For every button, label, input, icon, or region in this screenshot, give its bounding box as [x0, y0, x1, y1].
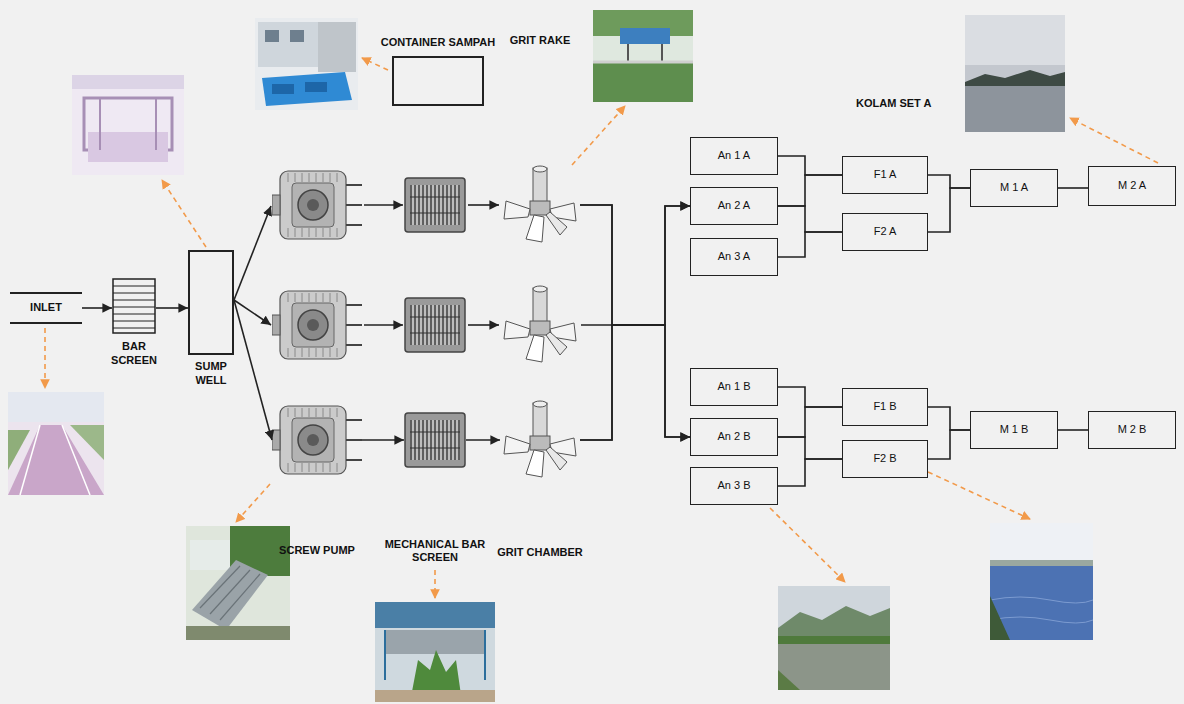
node-label: SCREW PUMP: [262, 544, 372, 558]
photo-inlet: [8, 392, 104, 495]
node-label: M 2 B: [1118, 423, 1147, 437]
node-label: SUMP WELL: [182, 360, 240, 388]
pond-box: F2 A: [842, 213, 928, 251]
flow-connector: [778, 407, 842, 437]
node-label: F1 A: [874, 168, 897, 182]
node-label: CONTAINER SAMPAH: [368, 36, 508, 50]
pond-box: An 3 A: [690, 238, 778, 276]
photo-grit-rake: [593, 10, 693, 102]
photo-mechanical-screen: [375, 602, 495, 702]
flow-connector: [928, 430, 970, 459]
node-label: GRIT CHAMBER: [484, 546, 596, 560]
flow-connector: [778, 156, 842, 175]
node-label: M 1 B: [1000, 423, 1029, 437]
pond-box: M 1 B: [970, 411, 1058, 449]
photo-screw-pump: [186, 526, 290, 640]
flow-connector: [1058, 429, 1088, 431]
pond-box: An 2 B: [690, 418, 778, 456]
screw-pumps: [272, 171, 362, 474]
pump-icon: [272, 291, 362, 359]
node-label: An 1 B: [717, 380, 750, 394]
node-label: An 2 B: [717, 430, 750, 444]
waste-container: CONTAINER SAMPAH: [392, 36, 484, 106]
screw-pump: SCREW PUMP: [272, 400, 362, 558]
photo-facultative-pond: [990, 523, 1093, 640]
node-label: BAR SCREEN: [105, 340, 163, 368]
pond-box: M 2 A: [1088, 166, 1176, 206]
pond-box: An 1 B: [690, 368, 778, 406]
node-label: M 1 A: [1000, 181, 1028, 195]
inlet-channel: INLET: [10, 292, 82, 324]
bar-screen: BAR SCREEN: [112, 278, 156, 368]
sump-well: SUMP WELL: [188, 250, 234, 388]
node-label: M 2 A: [1118, 179, 1146, 193]
grit-chambers: [504, 166, 576, 477]
flow-connector: [466, 439, 500, 441]
photo-outlet: [965, 15, 1065, 132]
screen-icon: [405, 178, 465, 232]
node-label: F1 B: [873, 400, 896, 414]
flow-connector: [928, 188, 970, 232]
pond-box: An 3 B: [690, 467, 778, 505]
grit-icon: [504, 286, 576, 362]
label-holder: KOLAM SET A: [856, 97, 931, 111]
flow-connector: [778, 232, 842, 257]
pond-box: M 1 A: [970, 169, 1058, 207]
pond-box: F1 B: [842, 388, 928, 426]
flow-connector: [362, 439, 404, 441]
pump-icon: [272, 406, 362, 474]
flow-connector: [778, 437, 842, 459]
pump-icon: [272, 171, 362, 239]
outline-box: [188, 250, 234, 355]
node-label: An 3 A: [718, 250, 750, 264]
grit-icon: [504, 166, 576, 242]
photo-leaders: [45, 58, 1158, 598]
outline-box: [392, 56, 484, 106]
pond-box: An 2 A: [690, 187, 778, 225]
screen-icon: [405, 298, 465, 352]
screen-icon: [405, 413, 465, 467]
mechanical-screens: [405, 178, 465, 467]
node-label: An 1 A: [718, 149, 750, 163]
flow-connector: [778, 206, 842, 232]
node-label: F2 B: [873, 452, 896, 466]
flow-connector: [928, 175, 970, 188]
flow-connector: [580, 205, 690, 437]
pond-box: An 1 A: [690, 137, 778, 175]
node-label: GRIT RAKE: [490, 34, 590, 48]
pond-box: F1 A: [842, 156, 928, 194]
grit-icon: [504, 401, 576, 477]
node-label: An 2 A: [718, 199, 750, 213]
grit-rake: GRIT RAKE: [500, 34, 580, 245]
pond-box: F2 B: [842, 440, 928, 478]
flow-lines: [234, 205, 665, 325]
flow-connector: [580, 205, 690, 325]
flow-connector: [928, 407, 970, 430]
flow-connector: [778, 175, 842, 206]
flow-connector: [1058, 187, 1088, 189]
node-label: MECHANICAL BAR SCREEN: [374, 538, 496, 566]
screen-bars: [112, 278, 156, 334]
grit-chamber: GRIT CHAMBER: [500, 400, 580, 560]
node-label: F2 A: [874, 225, 897, 239]
flow-connector: [234, 300, 272, 440]
mechanical-screen: MECHANICAL BAR SCREEN: [404, 412, 466, 565]
flow-connector: [156, 307, 188, 309]
photo-bar-screen: [72, 75, 184, 175]
group-label: KOLAM SET A: [856, 97, 931, 111]
pond-box: M 2 B: [1088, 411, 1176, 449]
flow-connector: [82, 307, 112, 309]
photo-anaerobic-pond: [778, 586, 890, 690]
node-label: INLET: [30, 301, 62, 315]
flow-connector: [778, 459, 842, 486]
flow-connector: [778, 387, 842, 407]
node-label: An 3 B: [717, 479, 750, 493]
flow-connector: [580, 325, 690, 440]
photo-container: [255, 18, 358, 110]
flow-connector: [580, 206, 690, 440]
